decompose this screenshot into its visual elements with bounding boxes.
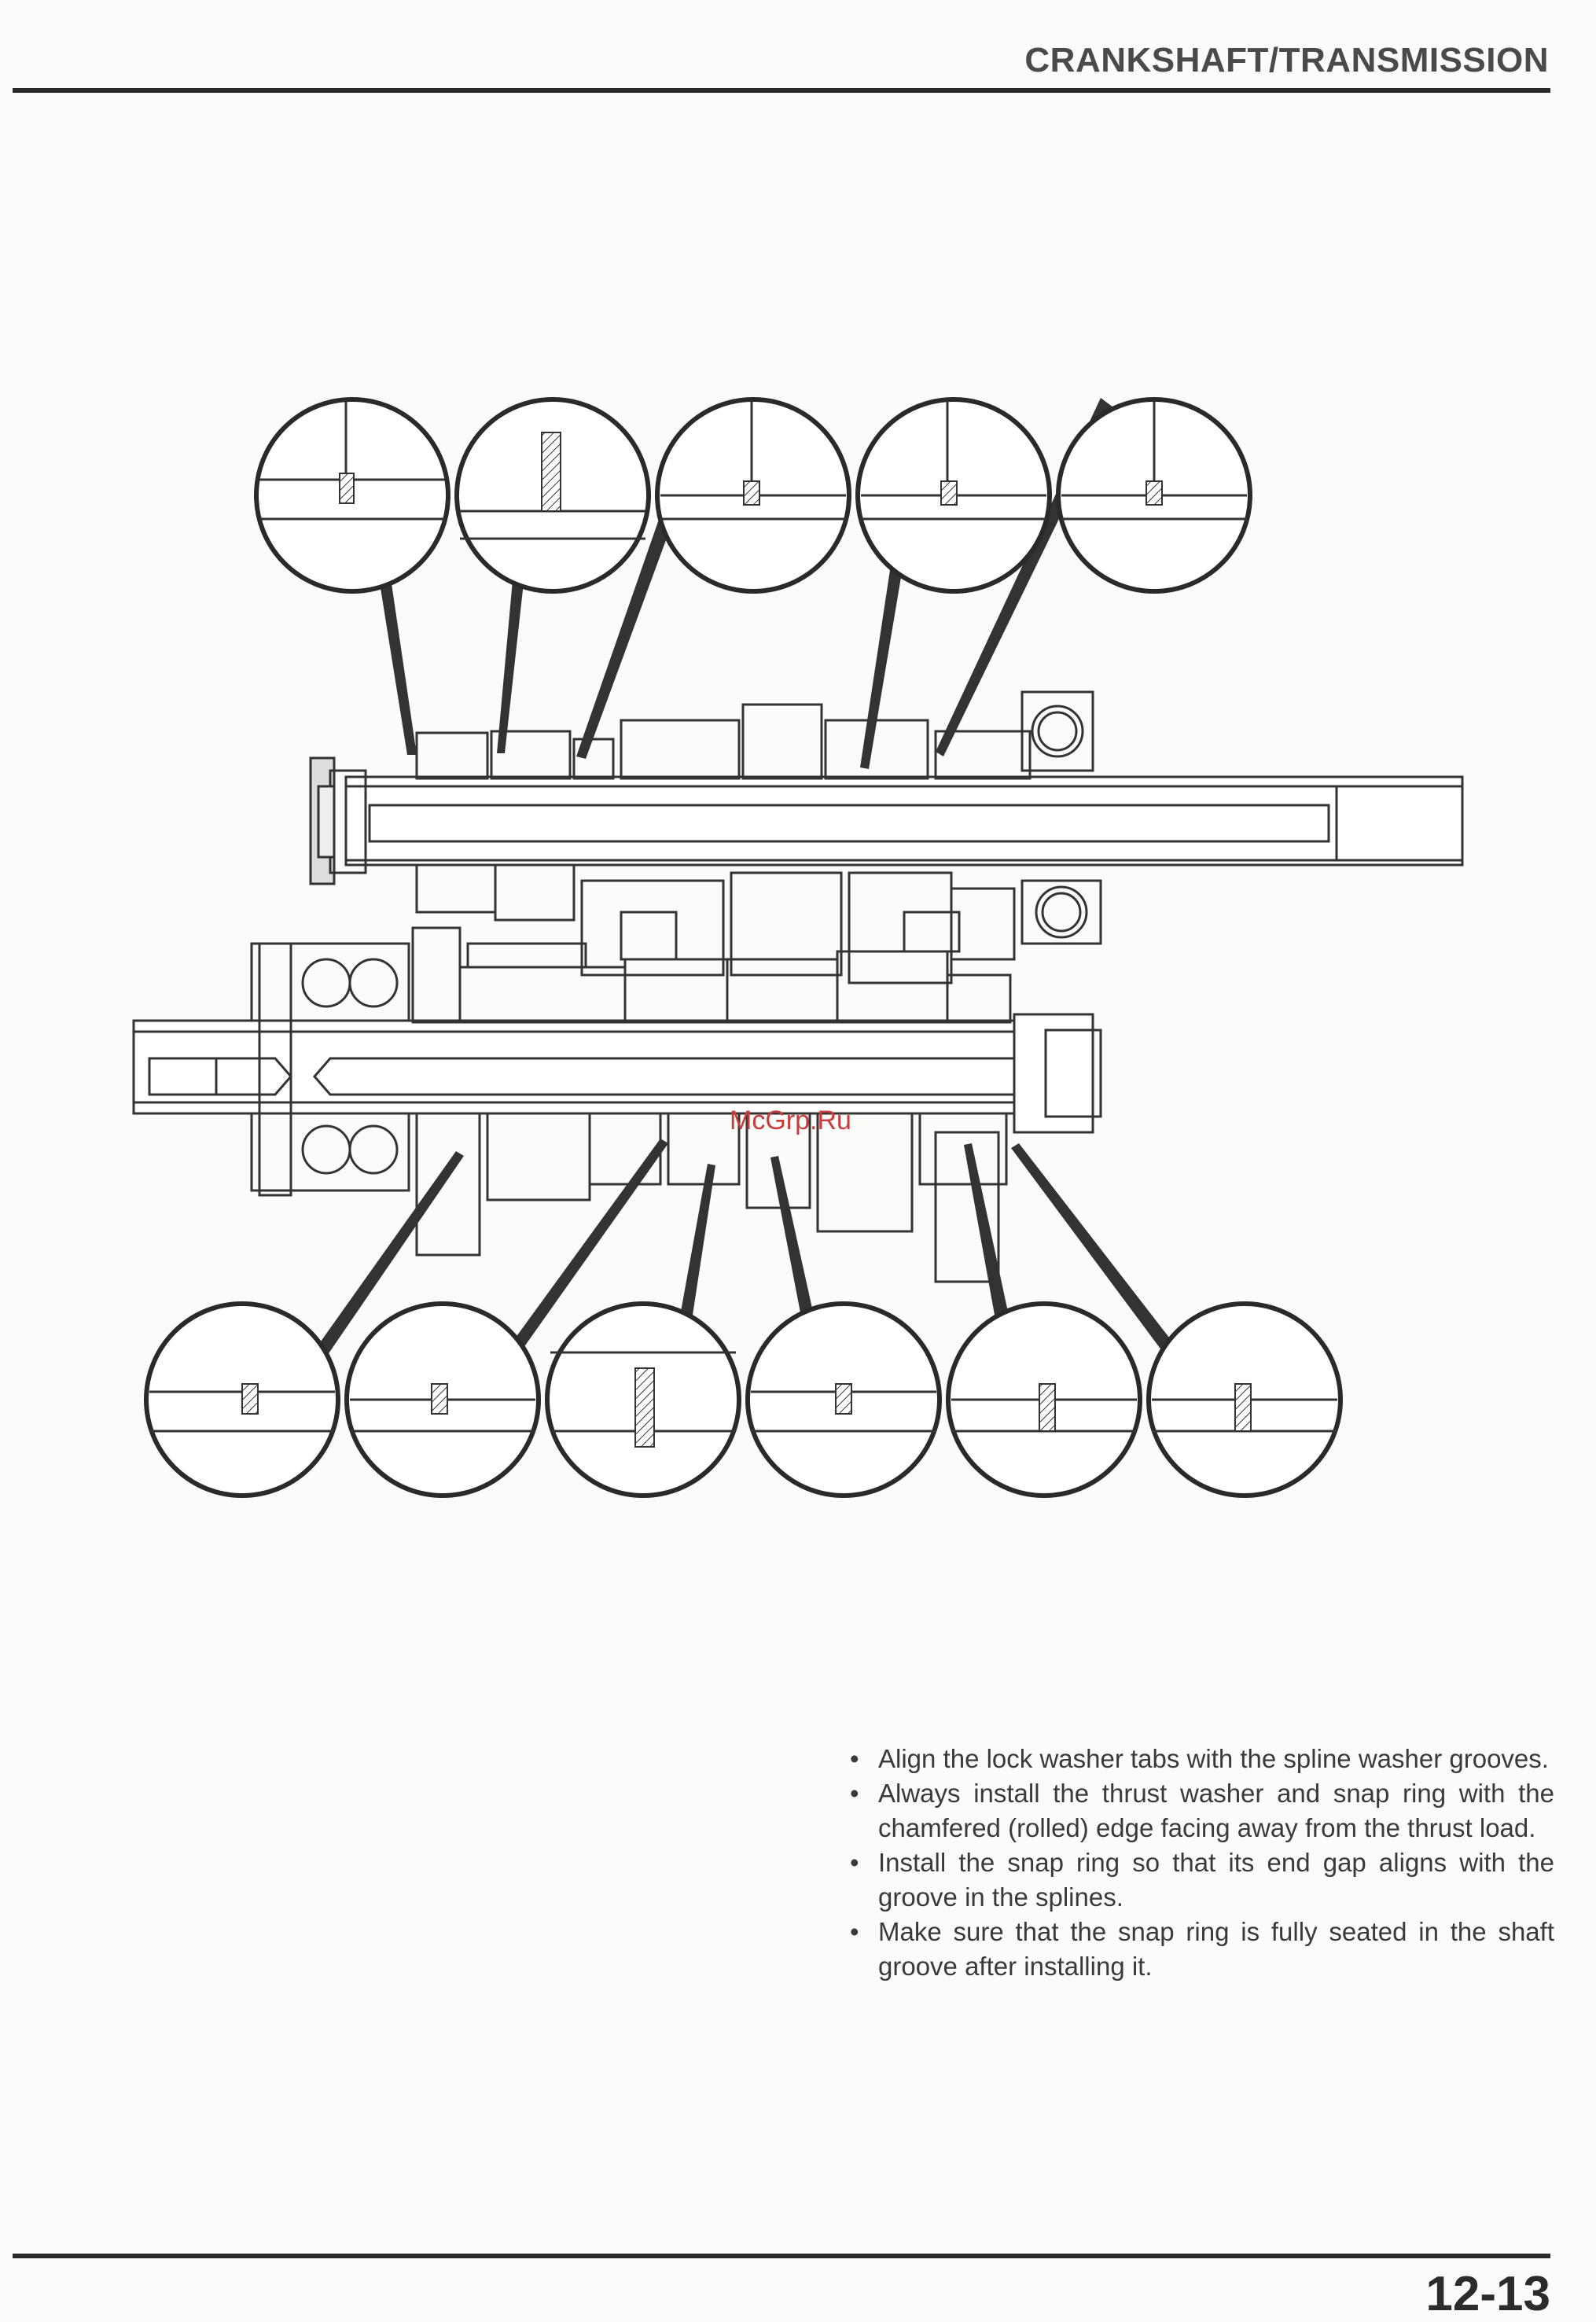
watermark: McGrp.Ru: [730, 1106, 851, 1135]
installation-notes: Align the lock washer tabs with the spli…: [845, 1742, 1554, 1984]
note-item: Install the snap ring so that its end ga…: [845, 1845, 1554, 1915]
header-rule: [13, 88, 1550, 93]
detail-circle: [655, 397, 851, 594]
detail-circle: [254, 397, 450, 594]
detail-circle: [144, 1301, 340, 1498]
note-item: Always install the thrust washer and sna…: [845, 1776, 1554, 1845]
detail-circle: [454, 397, 651, 594]
note-item: Align the lock washer tabs with the spli…: [845, 1742, 1554, 1776]
transmission-assembly: [132, 690, 1464, 1283]
page-number: 12-13: [1425, 2267, 1550, 2321]
detail-circle: [946, 1301, 1142, 1498]
detail-circle: [1146, 1301, 1343, 1498]
detail-circle: [545, 1301, 741, 1498]
footer-rule: [13, 2254, 1550, 2258]
detail-circle: [344, 1301, 541, 1498]
section-title: CRANKSHAFT/TRANSMISSION: [1024, 41, 1549, 79]
detail-circle: [855, 397, 1052, 594]
leader-lines: [313, 398, 1175, 1360]
note-item: Make sure that the snap ring is fully se…: [845, 1915, 1554, 1984]
detail-circle: [1056, 397, 1252, 594]
detail-circle: [745, 1301, 942, 1498]
detail-circles: [144, 397, 1343, 1498]
